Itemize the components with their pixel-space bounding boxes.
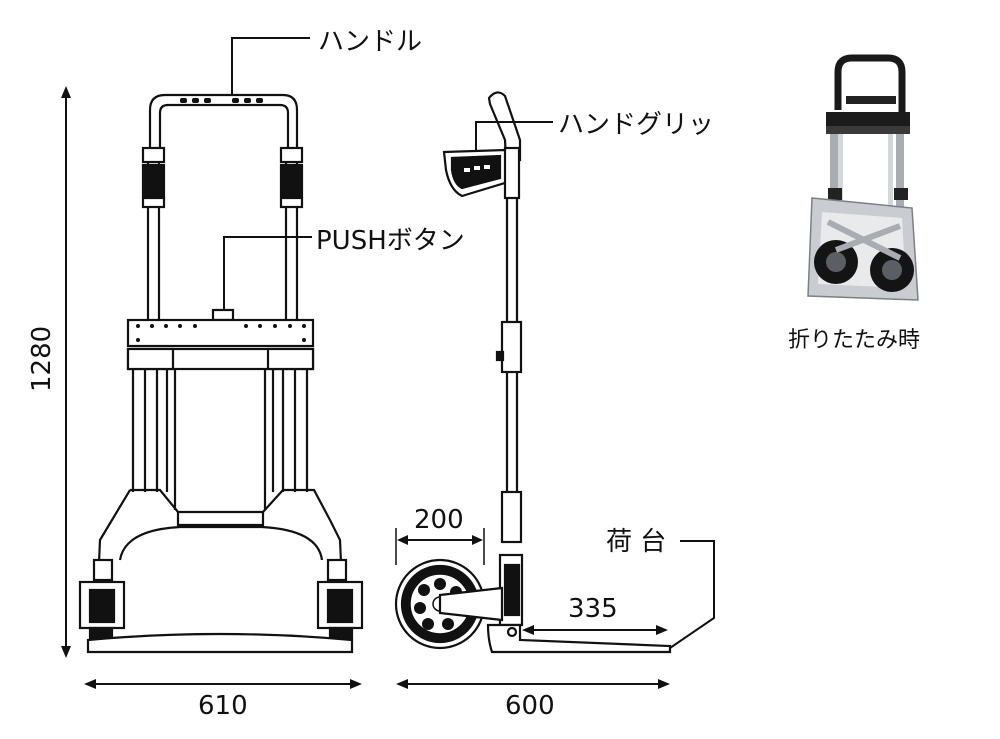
front-view [78, 93, 364, 654]
folded-cart-image [800, 52, 925, 307]
cargo-bed-label: 荷 台 [606, 527, 666, 557]
handle-label: ハンドル [318, 27, 422, 57]
dimension-lines [61, 37, 670, 689]
side-view [394, 91, 715, 654]
front-width-dimension: 610 [198, 691, 248, 721]
folded-label: 折りたたみ時 [788, 328, 920, 353]
hand-grip-label: ハンドグリッ [558, 110, 714, 140]
bed-depth-dimension: 335 [568, 594, 618, 624]
wheel-diameter-dimension: 200 [414, 505, 464, 535]
height-dimension: 1280 [27, 326, 57, 392]
side-depth-dimension: 600 [505, 691, 555, 721]
push-button-label: PUSHボタン [316, 226, 465, 256]
